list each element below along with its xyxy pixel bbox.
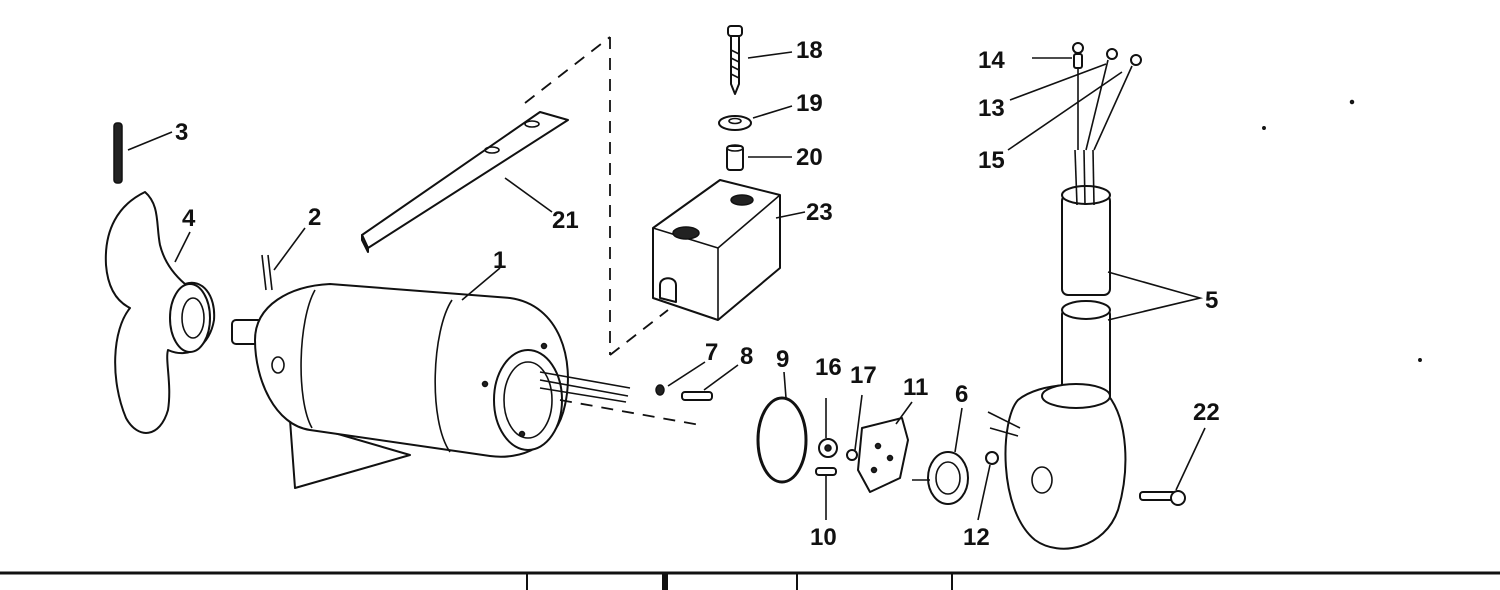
part-23-clamp-block <box>652 179 806 321</box>
callout-labels: 1 2 3 4 5 6 7 8 9 10 11 12 13 14 15 16 1… <box>175 37 1220 551</box>
part-11-brush-plate <box>857 401 913 493</box>
callout-18: 18 <box>796 37 823 64</box>
part-3-pin <box>113 122 173 184</box>
callout-6: 6 <box>955 381 968 408</box>
part-15-terminal <box>1007 54 1142 151</box>
callout-12: 12 <box>963 524 990 551</box>
callout-5: 5 <box>1205 287 1218 314</box>
callout-1: 1 <box>493 247 506 274</box>
part-18-screw <box>727 25 793 95</box>
callout-10: 10 <box>810 524 837 551</box>
callout-4: 4 <box>182 205 196 232</box>
callout-3: 3 <box>175 119 188 146</box>
callout-16: 16 <box>815 354 842 381</box>
part-7-pin <box>655 361 706 396</box>
callout-15: 15 <box>978 147 1005 174</box>
callout-7: 7 <box>705 339 718 366</box>
callout-13: 13 <box>978 95 1005 122</box>
table-border <box>0 571 1500 590</box>
assembly-guide-lines <box>524 36 669 356</box>
callout-8: 8 <box>740 343 753 370</box>
callout-14: 14 <box>978 47 1005 74</box>
part-16-nut <box>818 398 838 458</box>
part-5-tube-assembly <box>987 149 1204 550</box>
part-12-grommet <box>977 451 999 521</box>
part-9-o-ring <box>756 371 808 484</box>
callout-11: 11 <box>903 374 928 401</box>
part-4-propeller <box>104 191 216 434</box>
speck <box>1262 126 1266 130</box>
callout-20: 20 <box>796 144 823 171</box>
speck <box>1349 99 1355 105</box>
part-20-spacer <box>726 144 792 171</box>
callout-2: 2 <box>308 204 321 231</box>
part-10-screw <box>815 467 837 520</box>
part-6-end-cap <box>912 407 969 505</box>
part-8-pin <box>681 364 739 401</box>
callout-19: 19 <box>796 90 823 117</box>
part-13-terminal <box>1009 48 1118 151</box>
callout-17: 17 <box>850 362 877 389</box>
part-22-bolt <box>1139 427 1206 506</box>
part-14-terminal <box>1032 42 1084 150</box>
part-19-washer <box>718 105 793 131</box>
part-2-drive-pin <box>261 227 306 291</box>
callout-23: 23 <box>806 199 833 226</box>
part-1-motor-housing <box>231 267 701 489</box>
part-17-washer <box>846 394 863 461</box>
callout-21: 21 <box>552 207 579 234</box>
part-21-bracket <box>361 111 569 253</box>
callout-9: 9 <box>776 346 789 373</box>
speck <box>1418 358 1422 362</box>
callout-22: 22 <box>1193 399 1220 426</box>
